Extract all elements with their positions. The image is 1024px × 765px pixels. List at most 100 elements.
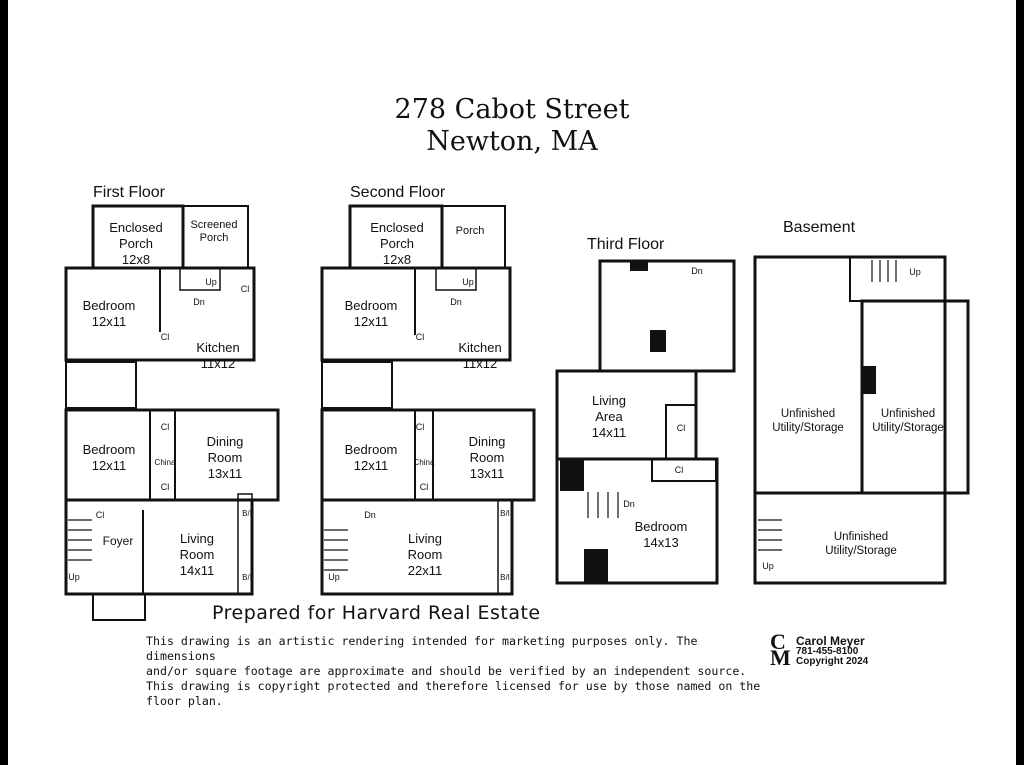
sf-up-mark-2: Up — [328, 572, 340, 582]
disclaimer: This drawing is an artistic rendering in… — [146, 634, 766, 709]
ff-closet-mark-2: Cl — [161, 332, 170, 342]
sf-living-dims: 22x11 — [408, 563, 442, 578]
logo-letter-c: C — [770, 629, 786, 654]
sf-dining-name: Dining — [469, 434, 506, 449]
first-floor-label: First Floor — [93, 184, 165, 201]
ff-bookcase-1: B/I — [242, 509, 252, 518]
sf-up-mark: Up — [462, 277, 474, 287]
sf-bookcase-2: B/I — [500, 573, 510, 582]
sf-closet-mark-1: Cl — [416, 332, 425, 342]
third-floor-plan — [555, 259, 736, 585]
ff-up-mark-2: Up — [68, 572, 80, 582]
sf-dining-dims: 13x11 — [470, 466, 504, 481]
ff-bedroom-b-dims: 12x11 — [92, 458, 126, 473]
ff-dining-name2: Room — [208, 450, 243, 465]
sf-dining-name2: Room — [470, 450, 505, 465]
ff-bedroom-b-name: Bedroom — [83, 442, 136, 457]
second-floor-plan — [320, 204, 536, 596]
ff-bedroom-a-name: Bedroom — [83, 298, 136, 313]
tf-living-area-name: Living — [592, 393, 626, 408]
ff-closet-mark-5: Cl — [96, 510, 105, 520]
sf-enclosed-porch-name2: Porch — [380, 236, 414, 251]
tf-bedroom-name: Bedroom — [635, 519, 688, 534]
ff-bookcase-2: B/I — [242, 573, 252, 582]
sf-closet-mark-3: Cl — [420, 482, 429, 492]
ff-closet-mark-3: Cl — [161, 422, 170, 432]
sf-living-name2: Room — [408, 547, 443, 562]
disclaimer-line-4: floor plan. — [146, 694, 223, 708]
stairs — [68, 260, 897, 571]
ff-screened-porch-name2: Porch — [200, 232, 229, 244]
disclaimer-line-3: This drawing is copyright protected and … — [146, 679, 761, 693]
tf-down-mark-2: Dn — [623, 499, 635, 509]
credit-block: Carol Meyer 781-455-8100 Copyright 2024 — [796, 634, 869, 668]
ff-enclosed-porch-name: Enclosed — [109, 220, 162, 235]
ff-kitchen-dims: 11x12 — [201, 356, 235, 371]
sf-closet-mark-2: Cl — [416, 422, 425, 432]
sf-bedroom-b-dims: 12x11 — [354, 458, 388, 473]
basement-label: Basement — [783, 219, 856, 236]
tf-closet-mark-2: Cl — [675, 465, 684, 475]
ff-down-mark: Dn — [193, 297, 205, 307]
credit-phone: 781-455-8100 — [796, 645, 859, 657]
ff-kitchen-name: Kitchen — [196, 340, 239, 355]
address-line-1: 278 Cabot Street — [394, 94, 630, 125]
address-line-2: Newton, MA — [426, 126, 598, 157]
credit-name: Carol Meyer — [796, 634, 865, 648]
sf-bedroom-a-name: Bedroom — [345, 298, 398, 313]
sf-porch-name: Porch — [456, 225, 485, 237]
disclaimer-line-1: This drawing is an artistic rendering in… — [146, 634, 698, 663]
ff-closet-mark-4: Cl — [161, 482, 170, 492]
bs-bottom-name: Unfinished — [834, 531, 888, 543]
bs-up-mark-2: Up — [762, 561, 774, 571]
tf-down-mark-1: Dn — [691, 266, 703, 276]
disclaimer-line-2: and/or square footage are approximate an… — [146, 664, 747, 678]
sf-kitchen-name: Kitchen — [458, 340, 501, 355]
prepared-for: Prepared for Harvard Real Estate — [212, 602, 541, 624]
ff-closet-mark-1: Cl — [241, 284, 250, 294]
floor-plan-sheet — [8, 0, 1016, 765]
ff-china-mark: China — [155, 458, 176, 467]
ff-up-mark: Up — [205, 277, 217, 287]
basement-plan — [753, 255, 970, 585]
ff-living-name2: Room — [180, 547, 215, 562]
bs-up-mark-1: Up — [909, 267, 921, 277]
ff-living-name: Living — [180, 531, 214, 546]
sf-bookcase-1: B/I — [500, 509, 510, 518]
ff-enclosed-porch-name2: Porch — [119, 236, 153, 251]
sf-enclosed-porch-name: Enclosed — [370, 220, 423, 235]
third-floor-label: Third Floor — [587, 236, 665, 253]
second-floor-label: Second Floor — [350, 184, 446, 201]
ff-dining-name: Dining — [207, 434, 244, 449]
sf-bedroom-a-dims: 12x11 — [354, 314, 388, 329]
sf-down-mark-2: Dn — [364, 510, 376, 520]
chimney-blocks — [560, 261, 876, 583]
logo-letter-m: M — [770, 645, 791, 670]
ff-foyer-name: Foyer — [103, 534, 134, 548]
bs-left-name: Unfinished — [781, 408, 835, 420]
cm-logo: C M — [770, 629, 791, 670]
sf-living-name: Living — [408, 531, 442, 546]
sf-enclosed-porch-dims: 12x8 — [383, 252, 411, 267]
credit-copyright: Copyright 2024 — [796, 656, 869, 667]
ff-screened-porch-name: Screened — [190, 219, 237, 231]
sf-down-mark: Dn — [450, 297, 462, 307]
ff-living-dims: 14x11 — [180, 563, 214, 578]
first-floor-plan — [64, 204, 280, 621]
sf-bedroom-b-name: Bedroom — [345, 442, 398, 457]
bs-right-name: Unfinished — [881, 408, 935, 420]
sf-china-mark: China — [414, 458, 435, 467]
tf-living-area-dims: 14x11 — [592, 425, 626, 440]
bs-right-name2: Utility/Storage — [872, 422, 944, 434]
tf-closet-mark-1: Cl — [677, 423, 686, 433]
ff-bedroom-a-dims: 12x11 — [92, 314, 126, 329]
bs-left-name2: Utility/Storage — [772, 422, 844, 434]
ff-enclosed-porch-dims: 12x8 — [122, 252, 150, 267]
tf-bedroom-dims: 14x13 — [643, 535, 678, 550]
sf-kitchen-dims: 11x12 — [463, 356, 497, 371]
ff-dining-dims: 13x11 — [208, 466, 242, 481]
tf-living-area-name2: Area — [595, 409, 623, 424]
bs-bottom-name2: Utility/Storage — [825, 545, 897, 557]
